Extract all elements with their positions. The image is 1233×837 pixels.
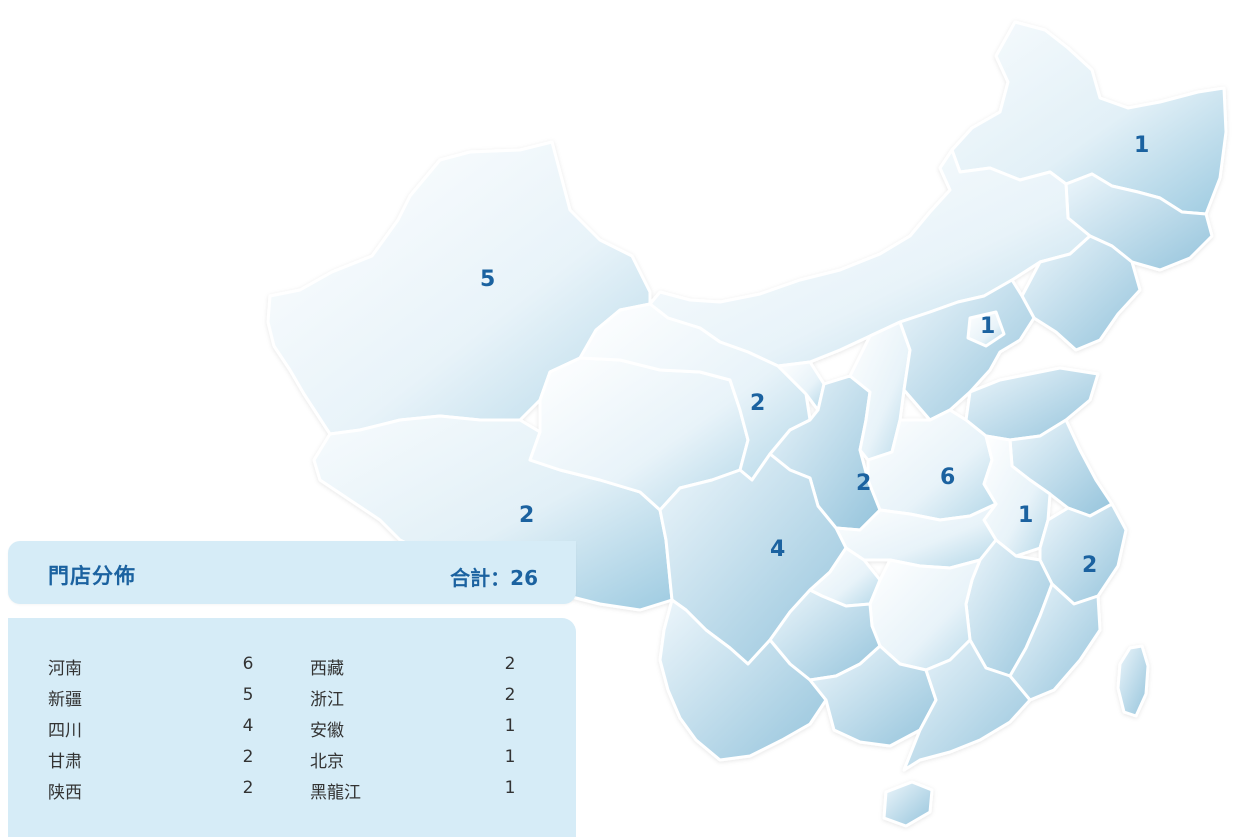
stats-row: 四川 4 bbox=[48, 716, 288, 744]
stat-count: 1 bbox=[504, 716, 516, 736]
stat-name: 新疆 bbox=[48, 690, 82, 710]
stat-count: 2 bbox=[504, 685, 516, 705]
region-fujian bbox=[1008, 582, 1102, 702]
stat-name: 浙江 bbox=[310, 690, 344, 710]
label-gansu: 2 bbox=[750, 391, 765, 416]
stat-count: 4 bbox=[242, 716, 254, 736]
region-shandong bbox=[964, 366, 1100, 442]
stat-count: 1 bbox=[504, 778, 516, 798]
label-sichuan: 4 bbox=[770, 537, 785, 562]
label-heilongjiang: 1 bbox=[1134, 133, 1149, 158]
region-yunnan bbox=[658, 598, 828, 762]
stat-count: 2 bbox=[242, 778, 254, 798]
stat-name: 陕西 bbox=[48, 783, 82, 803]
stat-name: 北京 bbox=[310, 752, 344, 772]
label-xinjiang: 5 bbox=[480, 267, 495, 292]
map-count-labels: 1 5 1 2 2 6 1 2 4 2 bbox=[480, 133, 1149, 578]
stat-count: 1 bbox=[504, 747, 516, 767]
region-hainan bbox=[882, 780, 934, 828]
stat-name: 西藏 bbox=[310, 659, 344, 679]
total-value: 26 bbox=[510, 566, 538, 590]
stat-name: 四川 bbox=[48, 721, 82, 741]
stat-name: 安徽 bbox=[310, 721, 344, 741]
region-zhejiang bbox=[1038, 502, 1128, 606]
region-taiwan bbox=[1116, 644, 1150, 718]
region-hebei bbox=[898, 278, 1036, 422]
label-shaanxi: 2 bbox=[856, 471, 871, 496]
region-beijing bbox=[966, 310, 1006, 348]
stat-name: 甘肃 bbox=[48, 752, 82, 772]
stat-count: 5 bbox=[242, 685, 254, 705]
stats-row: 安徽 1 bbox=[310, 716, 550, 744]
region-guangdong bbox=[902, 638, 1032, 772]
total-label: 合計： bbox=[450, 566, 511, 590]
panel-title: 門店分佈 bbox=[48, 564, 136, 588]
stats-row: 浙江 2 bbox=[310, 685, 550, 713]
label-beijing: 1 bbox=[980, 314, 995, 339]
panel-total: 合計：26 bbox=[450, 562, 538, 591]
stat-count: 2 bbox=[242, 747, 254, 767]
region-anhui bbox=[982, 434, 1052, 558]
stat-name: 河南 bbox=[48, 659, 82, 679]
stat-count: 6 bbox=[242, 654, 254, 674]
stats-row: 新疆 5 bbox=[48, 685, 288, 713]
stats-row: 黑龍江 1 bbox=[310, 778, 550, 806]
store-stats-panel: 河南 6 新疆 5 四川 4 甘肃 2 陕西 2 西藏 2 浙江 2 安徽 1 … bbox=[8, 618, 576, 837]
label-anhui: 1 bbox=[1018, 503, 1033, 528]
stat-name: 黑龍江 bbox=[310, 783, 361, 803]
label-zhejiang: 2 bbox=[1082, 553, 1097, 578]
label-tibet: 2 bbox=[519, 503, 534, 528]
stats-row: 西藏 2 bbox=[310, 654, 550, 682]
stats-row: 北京 1 bbox=[310, 747, 550, 775]
stat-count: 2 bbox=[504, 654, 516, 674]
region-hubei bbox=[834, 502, 998, 570]
stats-row: 陕西 2 bbox=[48, 778, 288, 806]
stats-row: 河南 6 bbox=[48, 654, 288, 682]
store-panel-header: 門店分佈 合計：26 bbox=[8, 541, 576, 604]
stats-row: 甘肃 2 bbox=[48, 747, 288, 775]
label-henan: 6 bbox=[940, 465, 955, 490]
